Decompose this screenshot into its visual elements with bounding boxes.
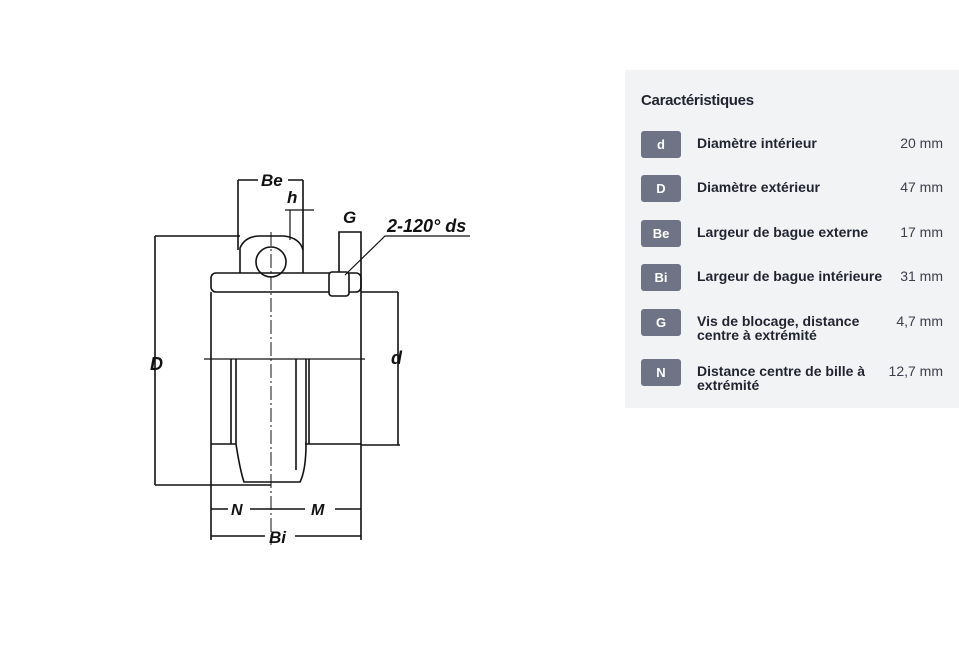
spec-row: D Diamètre extérieur 47 mm [641, 175, 943, 202]
spec-row: N Distance centre de bille à extrémité 1… [641, 359, 943, 392]
label-m: M [311, 502, 325, 519]
spec-row: Bi Largeur de bague intérieure 31 mm [641, 264, 943, 291]
spec-row: d Diamètre intérieur 20 mm [641, 131, 943, 158]
characteristics-panel: Caractéristiques d Diamètre intérieur 20… [625, 70, 959, 408]
spec-value: 20 mm [900, 135, 943, 151]
spec-value: 47 mm [900, 179, 943, 195]
label-be: Be [261, 171, 283, 190]
label-inner-diameter: d [391, 348, 403, 368]
panel-title: Caractéristiques [641, 92, 754, 109]
spec-badge: G [641, 309, 681, 336]
spec-label: Vis de blocage, distance centre à extrém… [697, 313, 860, 343]
spec-badge: Bi [641, 264, 681, 291]
spec-value: 4,7 mm [896, 313, 943, 329]
spec-row: Be Largeur de bague externe 17 mm [641, 220, 943, 247]
bearing-dimension-diagram: Be h G 2-120° ds D d N M Bi [150, 171, 470, 547]
spec-label: Largeur de bague externe [697, 224, 869, 240]
spec-badge: N [641, 359, 681, 386]
spec-label: Diamètre extérieur [697, 179, 820, 195]
label-n: N [231, 502, 243, 519]
spec-label: Distance centre de bille à extrémité [697, 363, 866, 393]
label-g: G [343, 208, 356, 227]
spec-badge: d [641, 131, 681, 158]
spec-badge: D [641, 175, 681, 202]
spec-value: 17 mm [900, 224, 943, 240]
spec-value: 12,7 mm [888, 363, 943, 379]
label-outer-diameter: D [150, 354, 163, 374]
label-ds: 2-120° ds [386, 216, 466, 236]
label-h: h [287, 188, 297, 207]
spec-value: 31 mm [900, 268, 943, 284]
spec-label: Diamètre intérieur [697, 135, 817, 151]
spec-badge: Be [641, 220, 681, 247]
label-bi: Bi [269, 528, 287, 547]
spec-label: Largeur de bague intérieure [697, 268, 883, 284]
spec-row: G Vis de blocage, distance centre à extr… [641, 309, 943, 342]
